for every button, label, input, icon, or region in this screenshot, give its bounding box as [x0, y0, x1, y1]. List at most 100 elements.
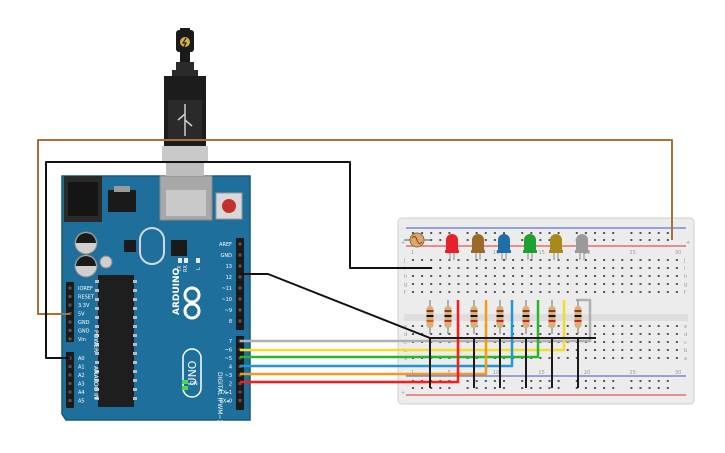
bb-hole [548, 275, 551, 277]
header-pin[interactable] [68, 365, 72, 368]
col-number: 25 [629, 250, 635, 256]
leds [445, 234, 589, 260]
header-pin[interactable] [238, 297, 242, 301]
resistor[interactable] [522, 300, 530, 334]
crystal-oscillator [139, 227, 165, 265]
header-pin[interactable] [68, 390, 72, 394]
header-pin[interactable] [238, 390, 242, 394]
resistor[interactable] [444, 300, 452, 334]
header-pin[interactable] [68, 295, 72, 298]
usb-cable[interactable] [162, 28, 208, 176]
power-header-title: POWER [92, 330, 99, 352]
chip-pin [95, 397, 99, 400]
reset-button-cap[interactable] [222, 199, 236, 213]
led-green[interactable] [523, 234, 537, 260]
bb-hole [512, 275, 515, 277]
header-pin[interactable] [238, 319, 242, 323]
resistor[interactable] [496, 300, 504, 334]
bb-hole [548, 357, 551, 359]
row-letter: j [403, 258, 405, 264]
bb-hole [503, 259, 505, 261]
regulator-tab [114, 186, 130, 192]
breadboard[interactable]: jjiihhggffeeddccbbaa11551010151520202525… [397, 217, 695, 405]
wire-pin2-red[interactable] [240, 300, 460, 384]
bb-hole [675, 259, 678, 261]
bb-hole [594, 349, 596, 351]
rail-hole [666, 232, 669, 234]
header-pin[interactable] [68, 303, 72, 307]
wire-pin7-gray[interactable] [240, 298, 592, 343]
rail-hole [639, 232, 642, 234]
wire-5v-brown[interactable] [37, 139, 673, 315]
bb-hole [675, 275, 678, 277]
bb-hole [412, 325, 414, 327]
header-pin[interactable] [68, 373, 72, 377]
header-pin[interactable] [238, 308, 242, 312]
bb-hole [557, 325, 560, 327]
led-yellow[interactable] [549, 234, 563, 260]
header-pin[interactable] [68, 337, 72, 341]
header-pin[interactable] [238, 242, 242, 246]
resistor[interactable] [470, 300, 478, 334]
rail-hole [612, 232, 615, 234]
wire-gnd-black-2[interactable] [240, 273, 431, 339]
bb-hole [439, 325, 442, 327]
wire-gnd-black[interactable] [45, 161, 432, 359]
wire-pin4-blue[interactable] [240, 300, 514, 368]
led-orange[interactable] [471, 234, 485, 260]
header-pin[interactable] [68, 382, 72, 385]
rail-hole [439, 232, 442, 234]
bb-hole [539, 333, 542, 335]
rx-label: RX [183, 265, 189, 272]
bb-hole [430, 333, 433, 335]
bb-hole [666, 291, 669, 293]
resistor[interactable] [574, 300, 582, 334]
pin-label: ~9 [225, 308, 232, 314]
on-led-2 [182, 386, 188, 390]
photoresistor[interactable] [404, 232, 430, 248]
rail-hole [521, 387, 524, 389]
header-pin[interactable] [238, 253, 242, 257]
bb-hole [412, 283, 414, 285]
pin-label: 7 [229, 339, 232, 345]
analog-header[interactable] [66, 352, 74, 408]
bb-hole [675, 349, 678, 351]
bb-hole [421, 275, 424, 277]
arduino-uno-board[interactable]: ARDUINO UNO ON TX RX L IOREFRESET3.3V5VG… [61, 175, 251, 422]
resistor[interactable] [548, 300, 556, 334]
header-pin[interactable] [238, 399, 242, 402]
bb-hole [466, 325, 469, 327]
led-white[interactable] [575, 234, 589, 260]
bb-hole [512, 267, 515, 269]
rail-hole [484, 380, 487, 382]
led-blue[interactable] [497, 234, 511, 260]
header-pin[interactable] [238, 382, 242, 385]
bb-hole [521, 325, 524, 327]
bb-hole [457, 275, 460, 277]
rail-hole [412, 387, 414, 389]
header-pin[interactable] [238, 275, 242, 279]
header-pin[interactable] [238, 264, 242, 268]
header-pin[interactable] [68, 399, 72, 402]
led-red[interactable] [445, 234, 459, 260]
digital-header-top[interactable] [236, 238, 244, 330]
wire-pin3-orange[interactable] [240, 300, 488, 376]
chip-pin [133, 298, 137, 301]
bb-hole [621, 349, 624, 351]
header-pin[interactable] [68, 329, 72, 332]
chip-pin [133, 325, 137, 328]
wire-pin6-yellow[interactable] [240, 300, 566, 352]
rail-hole [648, 239, 651, 241]
row-letter: g [684, 282, 687, 288]
header-pin[interactable] [68, 286, 72, 290]
header-pin[interactable] [68, 320, 72, 324]
bb-hole [630, 275, 633, 277]
rail-hole [630, 232, 633, 234]
rail-hole [657, 232, 660, 234]
header-pin[interactable] [238, 286, 242, 290]
bb-hole [648, 357, 651, 359]
wire-pin5-green[interactable] [240, 300, 540, 359]
resistor[interactable] [426, 300, 434, 334]
rail-hole [648, 232, 651, 234]
bb-hole [621, 341, 624, 343]
